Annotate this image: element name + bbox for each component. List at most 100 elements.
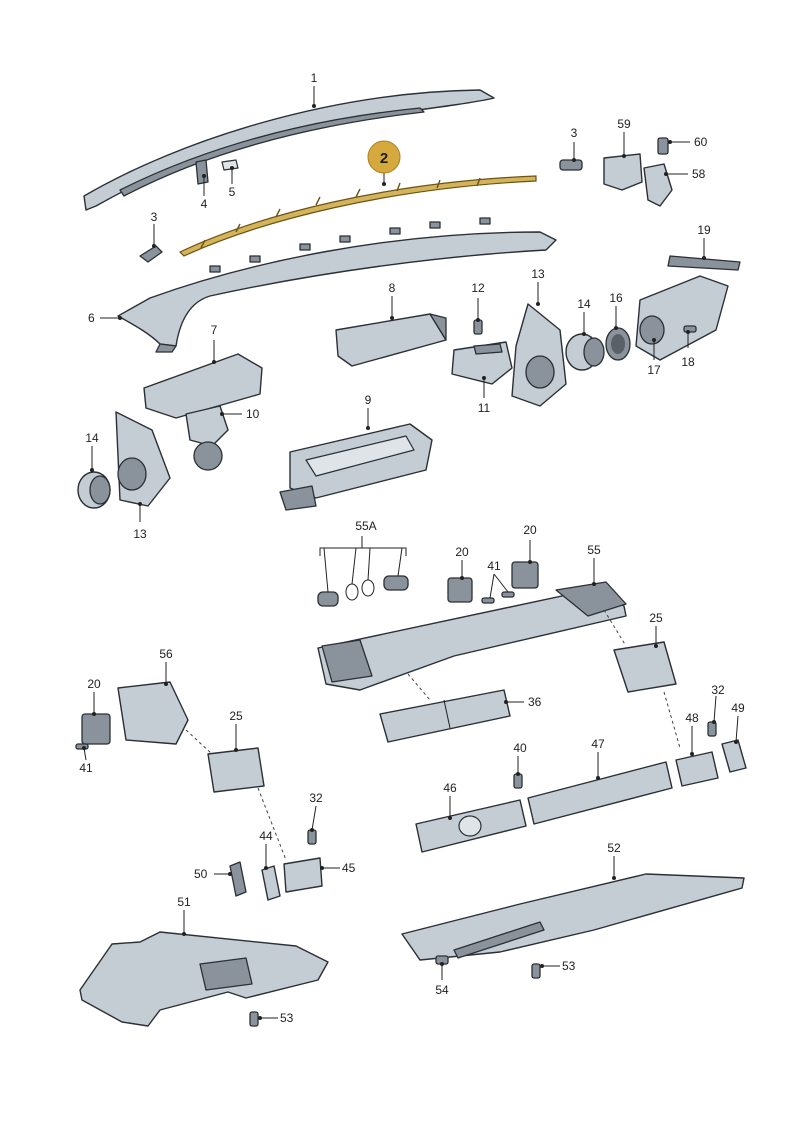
label-59: 59 (617, 117, 631, 131)
part-16-grille-ring[interactable] (605, 327, 631, 361)
part-19-grille[interactable] (667, 255, 741, 271)
label-2: 2 (380, 150, 388, 167)
part-41-screws[interactable] (481, 591, 515, 604)
label-36: 36 (528, 695, 542, 709)
part-9-tray[interactable] (279, 423, 433, 511)
label-40: 40 (513, 741, 527, 755)
part-2-highlighted-strip[interactable] (178, 175, 537, 257)
label-17: 17 (647, 363, 661, 377)
label-51: 51 (177, 895, 191, 909)
part-44-cap[interactable] (261, 865, 281, 901)
part-55A-set[interactable] (317, 575, 409, 607)
part-50-clip[interactable] (229, 861, 247, 897)
label-19: 19 (697, 223, 711, 237)
part-20-clip-c[interactable] (81, 713, 111, 745)
part-55-vent-frame[interactable] (317, 581, 627, 691)
label-49: 49 (731, 701, 745, 715)
label-32-left: 32 (309, 791, 323, 805)
part-51-lower-panel[interactable] (79, 931, 329, 1027)
label-20-a: 20 (455, 545, 469, 559)
part-59-bracket[interactable] (603, 153, 643, 191)
part-12-screw[interactable] (473, 319, 483, 335)
part-56-left-housing[interactable] (117, 681, 189, 745)
label-3-left: 3 (151, 210, 158, 224)
part-20-clip-b[interactable] (511, 561, 539, 589)
label-48: 48 (685, 711, 699, 725)
part-36-center-vents[interactable] (379, 689, 511, 743)
label-41-b: 41 (79, 761, 93, 775)
part-40-screw[interactable] (513, 773, 523, 789)
label-56: 56 (159, 647, 173, 661)
part-49-cap[interactable] (721, 739, 747, 773)
part-10-vent-housing[interactable] (185, 405, 229, 471)
label-53-right: 53 (562, 959, 576, 973)
part-25-vent-left[interactable] (207, 747, 265, 793)
label-18: 18 (681, 355, 695, 369)
part-48-end-trim[interactable] (675, 751, 719, 787)
part-13-side-cover-left[interactable] (115, 411, 171, 507)
part-2-shape (178, 175, 537, 257)
label-9: 9 (365, 393, 372, 407)
part-32-screw-left[interactable] (307, 829, 317, 845)
label-3-right: 3 (571, 126, 578, 140)
label-8: 8 (389, 281, 396, 295)
part-20-clip-a[interactable] (447, 577, 473, 603)
label-20-c: 20 (87, 677, 101, 691)
label-1: 1 (311, 71, 318, 85)
label-47: 47 (591, 737, 605, 751)
part-47-trim[interactable] (527, 761, 673, 825)
label-46: 46 (443, 781, 457, 795)
label-4: 4 (201, 197, 208, 211)
part-3-clip-left[interactable] (139, 245, 163, 263)
highlight-badge (367, 140, 401, 174)
label-55A: 55A (355, 519, 376, 533)
label-10: 10 (246, 407, 260, 421)
part-58-bracket[interactable] (643, 163, 673, 207)
label-45: 45 (342, 861, 356, 875)
label-52: 52 (607, 841, 621, 855)
label-32-right: 32 (711, 683, 725, 697)
part-7-duct[interactable] (143, 353, 263, 419)
part-5-clip[interactable] (221, 159, 239, 171)
label-7: 7 (211, 323, 218, 337)
label-54: 54 (435, 983, 449, 997)
part-18-screw[interactable] (683, 325, 697, 333)
part-52-lower-right-panel[interactable] (401, 873, 745, 961)
part-3-clip-right[interactable] (559, 159, 583, 171)
part-17-side-housing[interactable] (635, 275, 729, 361)
part-45-trim[interactable] (283, 857, 323, 893)
label-14-left: 14 (85, 431, 99, 445)
label-60: 60 (694, 135, 708, 149)
part-14-round-vent-left[interactable] (77, 471, 111, 509)
part-labels: 1 2 3 4 5 3 59 60 58 19 6 8 (79, 71, 745, 1025)
label-11: 11 (478, 401, 491, 415)
part-11-housing[interactable] (451, 341, 513, 385)
label-55: 55 (587, 543, 601, 557)
label-13-left: 13 (133, 527, 147, 541)
part-4-bracket[interactable] (195, 159, 209, 185)
part-13-side-cover-right[interactable] (511, 303, 567, 407)
label-6: 6 (88, 311, 95, 325)
label-16: 16 (609, 291, 623, 305)
part-60-bolt[interactable] (657, 137, 669, 155)
label-5: 5 (229, 185, 236, 199)
part-8-duct[interactable] (335, 313, 447, 367)
part-25-vent-right[interactable] (613, 641, 677, 693)
part-53-screw-right[interactable] (531, 963, 541, 979)
part-1-top-trim[interactable] (83, 89, 495, 211)
part-6-dashboard-panel[interactable] (117, 217, 557, 353)
part-41-screw-left[interactable] (75, 743, 89, 750)
label-44: 44 (259, 829, 273, 843)
label-50: 50 (194, 867, 208, 881)
part-14-round-vent-right[interactable] (565, 333, 605, 371)
label-58: 58 (692, 167, 706, 181)
assembly-guide-lines (185, 609, 681, 861)
label-14-right: 14 (577, 297, 591, 311)
part-32-screw-right[interactable] (707, 721, 717, 737)
part-53-screw-left[interactable] (249, 1011, 259, 1027)
label-20-b: 20 (523, 523, 537, 537)
label-25-left: 25 (229, 709, 243, 723)
label-13-right: 13 (531, 267, 545, 281)
part-46-trim[interactable] (415, 799, 527, 853)
